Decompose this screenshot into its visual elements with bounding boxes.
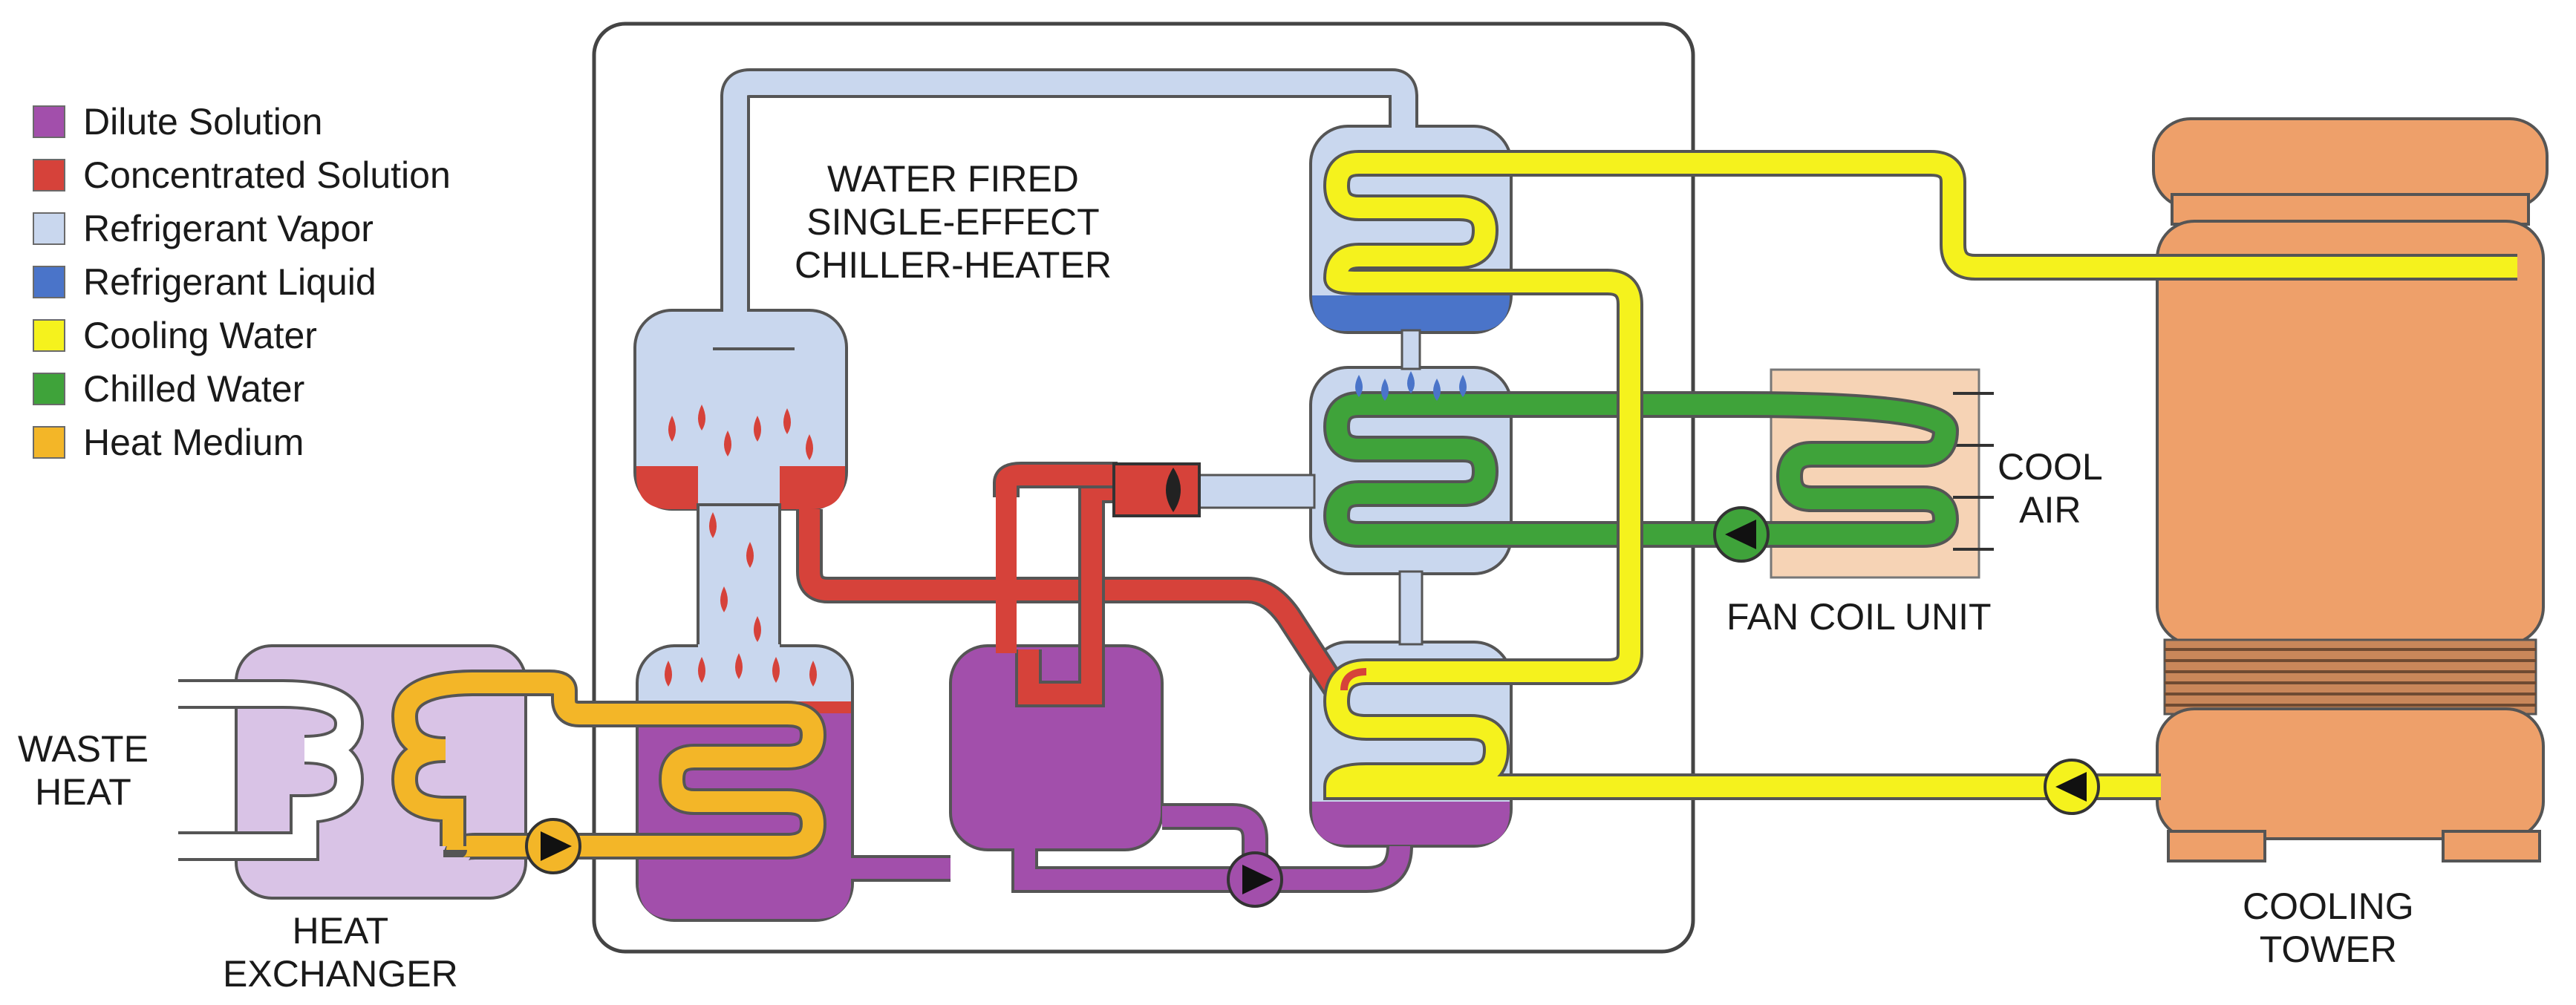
refrigerant-droplets xyxy=(1355,371,1467,401)
heat-exchanger-line-1: HEAT xyxy=(292,910,389,952)
legend-label: Chilled Water xyxy=(83,368,305,410)
legend-swatch xyxy=(33,319,65,352)
waste-heat-line-2: HEAT xyxy=(35,771,131,813)
cooling-tower-line-2: TOWER xyxy=(2259,929,2397,970)
legend-item: Heat Medium xyxy=(33,416,451,469)
concentrated-droplets xyxy=(665,405,817,687)
title-line-2: SINGLE-EFFECT xyxy=(806,201,1100,243)
cooling-tower-line-1: COOLING xyxy=(2243,885,2414,927)
legend-swatch xyxy=(33,373,65,405)
title-line-1: WATER FIRED xyxy=(827,158,1079,200)
legend-item: Cooling Water xyxy=(33,309,451,362)
legend-item: Dilute Solution xyxy=(33,95,451,148)
legend-item: Concentrated Solution xyxy=(33,148,451,202)
chilled-water-pump xyxy=(1713,506,1770,563)
legend-label: Concentrated Solution xyxy=(83,154,451,196)
cooling-tower xyxy=(2152,117,2549,862)
legend-item: Refrigerant Liquid xyxy=(33,255,451,309)
legend-label: Dilute Solution xyxy=(83,101,323,143)
cooling-tower-label: COOLING TOWER xyxy=(2243,885,2414,971)
solution-pump xyxy=(1227,851,1283,908)
fan-coil-unit-label: FAN COIL UNIT xyxy=(1726,595,1992,638)
legend-swatch xyxy=(33,426,65,459)
title-line-3: CHILLER-HEATER xyxy=(795,244,1112,286)
legend-swatch xyxy=(33,212,65,245)
throttle-valve xyxy=(1112,462,1201,517)
heat-medium-pump xyxy=(525,818,581,874)
cool-air-line-2: AIR xyxy=(2019,489,2081,531)
cool-air-line-1: COOL xyxy=(1998,446,2103,488)
legend-label: Heat Medium xyxy=(83,422,304,463)
waste-heat-line-1: WASTE xyxy=(18,728,149,770)
generator-vessel xyxy=(633,309,848,511)
legend-label: Refrigerant Vapor xyxy=(83,208,374,249)
legend-label: Refrigerant Liquid xyxy=(83,261,376,303)
legend-swatch xyxy=(33,159,65,191)
legend-item: Chilled Water xyxy=(33,362,451,416)
legend-swatch xyxy=(33,266,65,298)
fan-coil-unit-text: FAN COIL UNIT xyxy=(1726,596,1992,638)
waste-heat-label: WASTE HEAT xyxy=(18,727,149,814)
legend-label: Cooling Water xyxy=(83,315,317,356)
cool-air-label: COOL AIR xyxy=(1998,445,2103,531)
legend-swatch xyxy=(33,105,65,138)
solution-heat-exchanger-vessel xyxy=(949,644,1164,851)
heat-exchanger-label: HEAT EXCHANGER xyxy=(223,909,458,995)
chiller-title: WATER FIRED SINGLE-EFFECT CHILLER-HEATER xyxy=(795,157,1112,287)
heat-exchanger-line-2: EXCHANGER xyxy=(223,953,458,995)
cooling-water-pump xyxy=(2044,759,2100,815)
legend-item: Refrigerant Vapor xyxy=(33,202,451,255)
